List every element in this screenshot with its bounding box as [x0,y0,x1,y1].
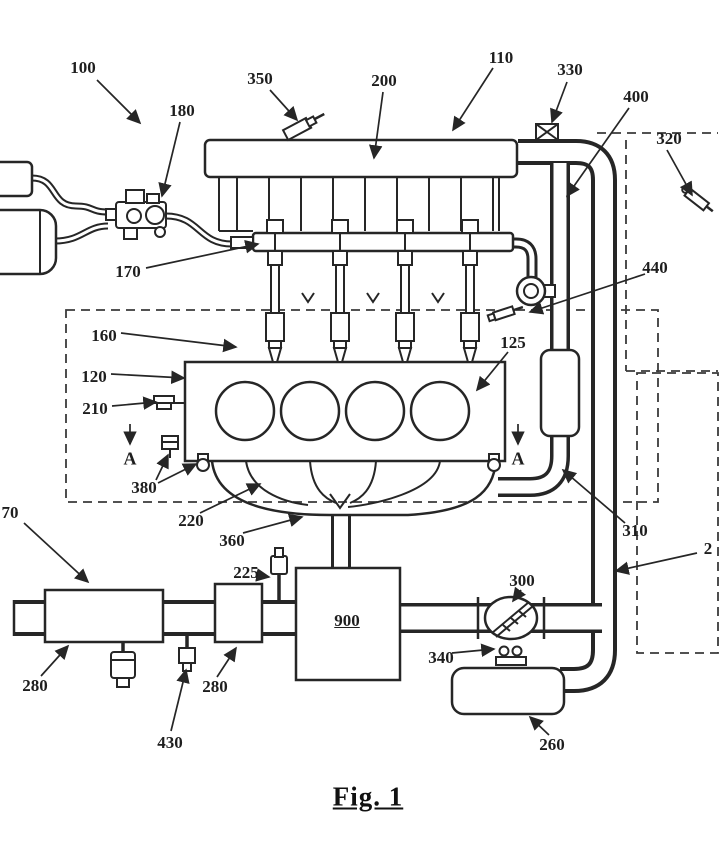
ref-label-260: 260 [539,735,565,755]
ref-label-900: 900 [334,611,360,631]
ref-label-110: 110 [489,48,514,68]
ref-label-225: 225 [233,563,259,583]
muffler-box-260 [452,668,564,714]
fuel-pump-assembly [106,190,166,239]
ref-label-340: 340 [428,648,454,668]
section-label-a-left: A [124,449,137,470]
engine-block [185,362,505,461]
spark-plug-sensor-225 [271,548,287,604]
pressure-regulator-fitting [517,277,555,305]
egr-branch-pipe [498,163,560,487]
ref-label-200: 200 [371,71,397,91]
ref-label-120: 120 [81,367,107,387]
fuel-tank-canister [0,210,56,274]
ref-label-320: 320 [656,129,682,149]
ref-label-400: 400 [623,87,649,107]
exhaust-manifold [212,461,496,515]
oxygen-sensor-430 [111,642,135,687]
valve-actuator-340 [496,647,526,666]
ref-label-125: 125 [500,333,526,353]
ref-label-160: 160 [91,326,117,346]
oil-cap-sensor-350 [283,110,327,140]
ref-label-310: 310 [622,521,648,541]
ref-label-360: 360 [219,531,245,551]
ref-label-2-partial: 2 [704,539,713,559]
ref-label-300: 300 [509,571,535,591]
catalyst-box-mid [215,584,262,642]
ref-label-210: 210 [82,399,108,419]
ref-label-280-left: 280 [22,676,48,696]
ref-label-170: 170 [115,262,141,282]
oxygen-sensor-mid [179,634,195,671]
ref-label-220: 220 [178,511,204,531]
sensor-440 [487,303,524,322]
sensor-320 [680,185,715,215]
egr-cooler-canister [541,350,579,436]
ref-label-440: 440 [642,258,668,278]
ref-label-70: 70 [2,503,19,523]
ref-label-350: 350 [247,69,273,89]
figure-caption: Fig. 1 [333,782,404,813]
bracket-330 [536,124,558,140]
ref-label-100: 100 [70,58,96,78]
fuel-rail [231,233,513,251]
ref-label-380: 380 [131,478,157,498]
vapor-box [0,162,32,196]
section-label-a-right: A [512,449,525,470]
ref-label-280-mid: 280 [202,677,228,697]
catalyst-box-left [45,590,163,642]
intake-manifold [205,140,517,231]
ref-label-180: 180 [169,101,195,121]
ref-label-330: 330 [557,60,583,80]
ref-label-430: 430 [157,733,183,753]
